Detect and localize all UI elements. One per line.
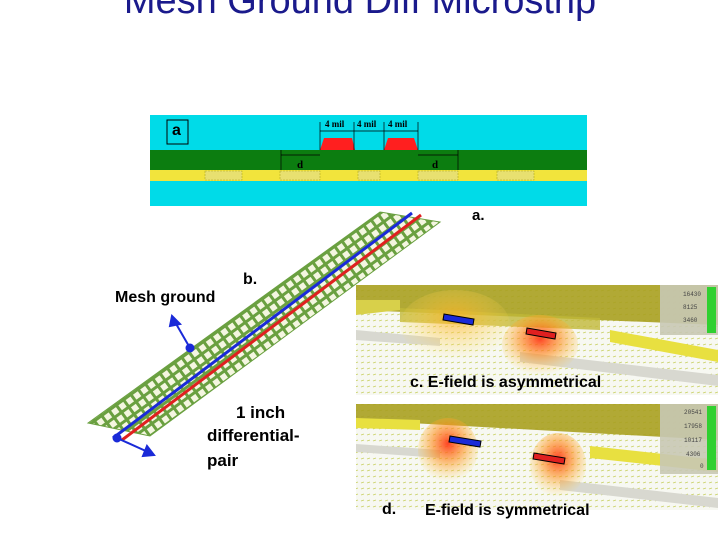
mesh-ground-label: Mesh ground — [115, 289, 216, 306]
field-sym-tag: d. — [382, 501, 397, 518]
sym-scale-5: 0 — [700, 463, 704, 470]
length-label-line2: differential- — [207, 426, 300, 445]
spacing-label-2: 4 mil — [357, 119, 377, 129]
panel-tag: a — [172, 122, 181, 139]
length-label-line3: pair — [207, 451, 239, 470]
field-asym-caption: c. E-field is asymmetrical — [410, 374, 602, 391]
asym-scale-2: 8125 — [683, 304, 698, 311]
panel-tag-box — [166, 119, 189, 145]
sym-scale-1: 20541 — [684, 409, 703, 416]
red-trace — [121, 213, 422, 442]
field-sym-caption: E-field is symmetrical — [425, 502, 590, 519]
spacing-label-3: 4 mil — [388, 119, 408, 129]
sym-scale-4: 4306 — [686, 451, 701, 458]
mesh-view-caption: b. — [243, 271, 258, 288]
substrate-layer — [150, 150, 587, 170]
sym-scale-3: 10117 — [684, 437, 703, 444]
sym-scale-2: 17958 — [684, 423, 703, 430]
blue-trace — [112, 211, 413, 440]
asym-scale-3: 3460 — [683, 317, 698, 324]
d-label-right: d — [432, 159, 439, 171]
length-label-line1: 1 inch — [236, 403, 286, 422]
mesh-gaps — [204, 170, 535, 181]
cross-section-caption: a. — [472, 207, 485, 224]
left-conductor — [320, 138, 355, 150]
d-label-left: d — [297, 159, 304, 171]
arrows — [112, 313, 195, 458]
page-title: Mesh Ground Diff Microstrip — [123, 0, 597, 22]
asym-scale-1: 16430 — [683, 291, 702, 298]
right-conductor — [384, 138, 418, 150]
spacing-label-1: 4 mil — [325, 119, 345, 129]
